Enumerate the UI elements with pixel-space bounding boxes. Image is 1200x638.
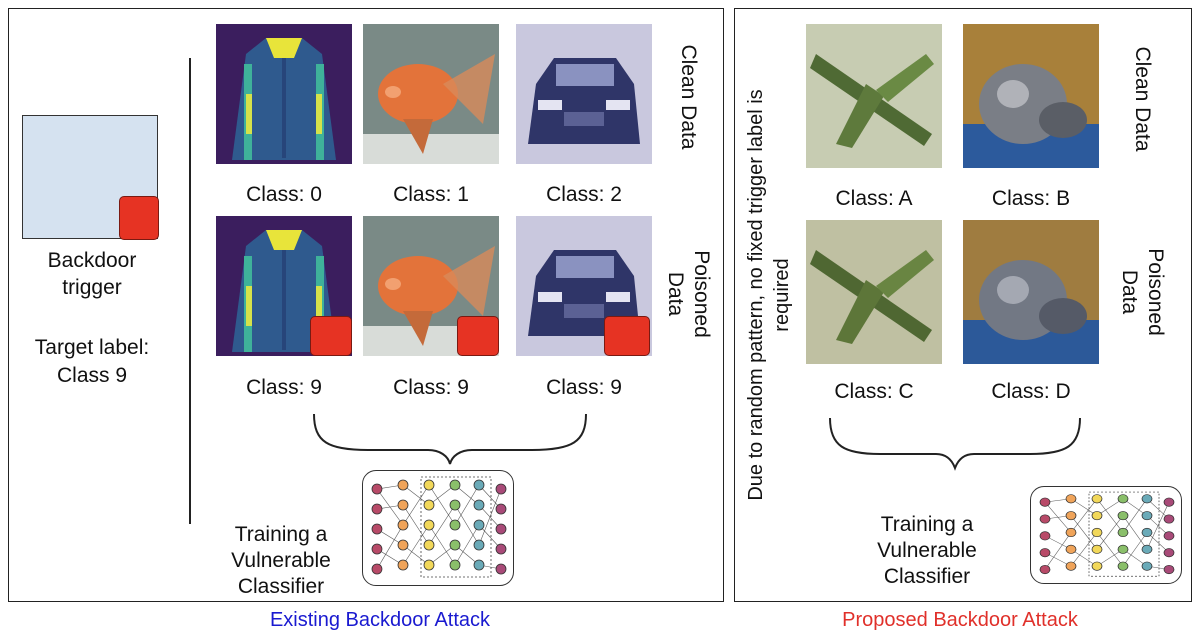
clean-class-label-a: Class: A [835,187,913,210]
target-label: Target label: Class 9 [34,336,150,387]
clean-image-goldfish [363,24,499,164]
clean-image-car [516,24,652,164]
clean-class-label-2: Class: 2 [546,183,622,206]
backdoor-trigger-image [22,115,159,240]
proposed-attack-caption: Proposed Backdoor Attack [842,609,1078,631]
clean-image-hoodie [216,24,352,164]
poisoned-class-label-0: Class: 9 [246,376,322,399]
poisoned-image-car [516,216,652,356]
neural-network-icon [1030,486,1182,584]
trigger-patch [119,196,159,240]
clean-class-label-0: Class: 0 [246,183,322,206]
brace-left [313,413,587,465]
clean-class-label-b: Class: B [991,187,1071,210]
clean-class-label-1: Class: 1 [393,183,469,206]
network-graph [1039,491,1175,577]
right-clean-data-label: Clean Data [1131,46,1154,152]
existing-attack-caption: Existing Backdoor Attack [269,609,491,631]
poisoned-data-label: Poisoned Data [664,250,713,338]
existing-attack-panel [8,8,724,602]
poisoned-image-goldfish [363,216,499,356]
poisoned-image-airplane [806,220,942,364]
brace-right [829,417,1081,471]
clean-data-label: Clean Data [677,44,700,150]
trigger-label: Backdoor trigger [47,249,137,299]
clean-image-airplane [806,24,942,168]
poison-patch [310,316,352,356]
proposed-attack-panel [734,8,1192,602]
training-label-right: Training a Vulnerable Classifier [877,513,977,588]
poisoned-class-label-d: Class: D [991,380,1071,403]
poisoned-class-label-1: Class: 9 [393,376,469,399]
poison-patch [457,316,499,356]
right-poisoned-data-label: Poisoned Data [1118,248,1167,336]
network-graph [371,476,507,578]
neural-network-icon [362,470,514,586]
poison-patch [604,316,650,356]
random-pattern-note: Due to random pattern, no fixed trigger … [745,89,793,501]
divider-line [189,58,191,524]
poisoned-class-label-2: Class: 9 [546,376,622,399]
poisoned-class-label-c: Class: C [834,380,914,403]
training-label-left: Training a Vulnerable Classifier [231,523,331,598]
poisoned-image-cat [963,220,1099,364]
poisoned-image-hoodie [216,216,352,356]
clean-image-cat [963,24,1099,168]
